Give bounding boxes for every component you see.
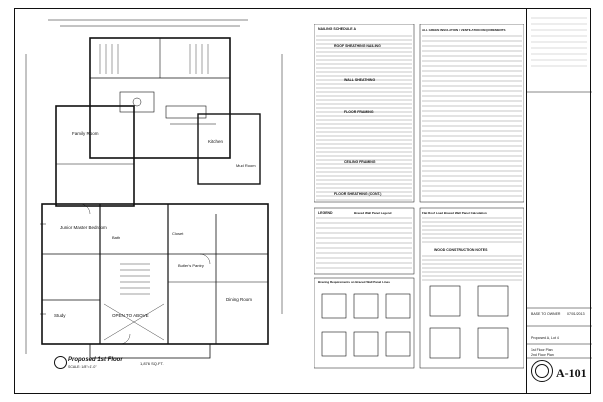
flat-roof-heading: Flat Roof Load Braced Wall Panel Calcula… (422, 211, 487, 215)
drawing-sheet-border (14, 8, 591, 394)
plan-title: Proposed 1st Floor (68, 357, 123, 363)
project-name: Proposed A, Lot 4 (531, 336, 559, 340)
architect-seal-icon (531, 360, 553, 382)
issue-date: 07/01/2013 (567, 312, 585, 316)
floor-sheathing-heading: FLOOR SHEATHING (CONT.) (334, 192, 382, 196)
floor-plan: Family Room Kitchen Junior Master Bedroo… (20, 14, 292, 372)
insulation-heading: ALL GREEN INSULATION / VENTILATION REQUI… (422, 28, 506, 32)
title-block: BASE TO OWNER 07/01/2013 Proposed A, Lot… (526, 8, 592, 394)
drawing-title: 1st Floor Plan (531, 348, 553, 352)
nailing-schedule-heading: NAILING SCHEDULE A (318, 27, 356, 31)
room-label-study: Study (54, 313, 66, 318)
plan-area: 1,876 SQ.FT. (140, 361, 164, 366)
room-label-dining-room: Dining Room (226, 297, 253, 302)
plan-reference-circle-icon (54, 356, 67, 369)
roof-sheathing-heading: ROOF SHEATHING NAILING (334, 44, 381, 48)
floor-plan-drawing (25, 19, 283, 359)
room-label-junior-master: Junior Master Bedroom (60, 225, 107, 230)
room-label-butlers-pantry: Butler's Pantry (178, 263, 204, 268)
wood-notes-heading: WOOD CONSTRUCTION NOTES (434, 248, 488, 252)
title-block-lines (527, 17, 592, 359)
schedules-area: NAILING SCHEDULE A ROOF SHEATHING NAILIN… (314, 24, 524, 372)
drawing-title-secondary: 2nd Floor Plan (531, 353, 554, 357)
owner-label: BASE TO OWNER (531, 312, 561, 316)
plan-title-block: Proposed 1st Floor SCALE: 1/8"=1'-0" 1,8… (54, 356, 194, 374)
legend-heading: LEGEND (318, 211, 333, 215)
room-label-kitchen: Kitchen (208, 139, 224, 144)
room-label-open-to-above: OPEN TO ABOVE (112, 313, 149, 318)
sheet-number: A-101 (556, 366, 587, 380)
room-label-mud-room: Mud Room (236, 163, 256, 168)
room-label-bath: Bath (112, 235, 121, 240)
floor-framing-heading: FLOOR FRAMING (344, 110, 374, 114)
ceiling-framing-heading: CEILING FRAMING (344, 160, 376, 164)
plan-scale: SCALE: 1/8"=1'-0" (68, 365, 97, 369)
braced-wall-legend-heading: Braced Wall Panel Legend (354, 211, 392, 215)
bracing-requirements-heading: Bracing Requirements on Braced Wall Pane… (318, 280, 390, 284)
room-label-closet: Closet (172, 231, 184, 236)
wall-sheathing-heading: WALL SHEATHING (344, 78, 376, 82)
room-label-family-room: Family Room (72, 131, 99, 136)
schedule-tables-drawing (314, 24, 524, 369)
